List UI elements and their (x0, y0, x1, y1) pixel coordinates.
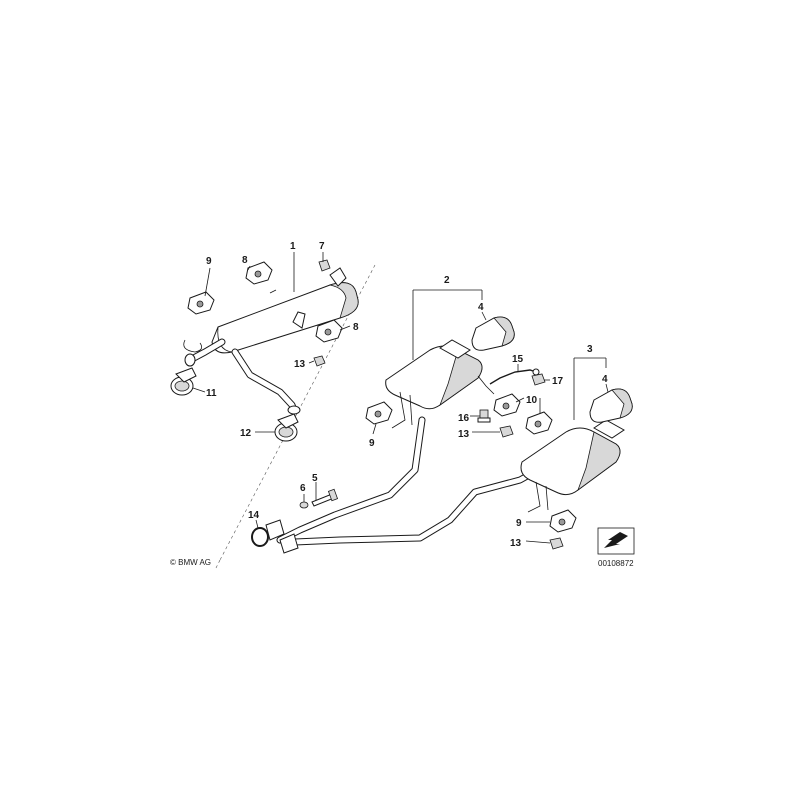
bolt-5[interactable] (311, 488, 339, 507)
nut-13-right[interactable] (549, 537, 564, 550)
callout-3: 3 (587, 344, 593, 355)
washer-6[interactable] (299, 501, 309, 509)
leader-lines (192, 252, 609, 544)
callout-17: 17 (552, 376, 564, 387)
callout-numbers: 1 7 8 9 8 13 11 12 2 4 9 15 17 16 13 10 … (206, 241, 608, 549)
callout-13-center: 13 (458, 429, 470, 440)
callout-11: 11 (206, 388, 217, 399)
nut-17[interactable] (531, 373, 546, 386)
bracket-15[interactable] (477, 368, 540, 395)
rubber-mount-9-right[interactable] (549, 509, 577, 533)
callout-14: 14 (248, 510, 260, 521)
nut-7[interactable] (318, 259, 331, 272)
front-pipe-assembly[interactable] (265, 416, 542, 554)
diagram-number: 00108872 (598, 559, 634, 568)
callout-13-left: 13 (294, 359, 306, 370)
bolt-16[interactable] (477, 409, 491, 423)
callout-13-right: 13 (510, 538, 522, 549)
gasket-14[interactable] (251, 527, 269, 547)
callout-7: 7 (319, 241, 325, 252)
rubber-mount-9-center[interactable] (365, 401, 393, 425)
callout-9-center: 9 (369, 438, 375, 449)
rear-muffler-3-right[interactable] (520, 419, 625, 513)
callout-16: 16 (458, 413, 470, 424)
clamp-12[interactable] (274, 413, 299, 442)
callout-6: 6 (300, 483, 306, 494)
copyright-notice: © BMW AG (170, 558, 211, 567)
callout-2: 2 (444, 275, 450, 286)
callout-1: 1 (290, 241, 296, 252)
callout-8-top: 8 (242, 255, 248, 266)
callout-9-right: 9 (516, 518, 522, 529)
direction-arrow-icon (597, 527, 635, 555)
nut-13-center[interactable] (499, 425, 514, 438)
callout-5: 5 (312, 473, 318, 484)
rear-muffler-left[interactable] (183, 267, 359, 415)
rubber-mount-8-right[interactable] (315, 319, 343, 343)
callout-4-top: 4 (478, 302, 484, 313)
center-muffler-2[interactable] (385, 339, 483, 429)
tailpipe-trim-4-top[interactable] (471, 316, 515, 351)
rubber-mount-8-top[interactable] (245, 261, 273, 285)
callout-10: 10 (526, 395, 538, 406)
callout-4-right: 4 (602, 374, 608, 385)
rubber-mount-10-a[interactable] (493, 393, 521, 417)
callout-9-left: 9 (206, 256, 212, 267)
tailpipe-trim-4-right[interactable] (589, 388, 633, 423)
callout-8-right: 8 (353, 322, 359, 333)
rubber-mount-10-b[interactable] (525, 411, 553, 435)
clamp-11[interactable] (170, 367, 197, 396)
rubber-mount-9-left[interactable] (187, 291, 215, 315)
callout-15: 15 (512, 354, 524, 365)
callout-12: 12 (240, 428, 252, 439)
nut-13-left[interactable] (313, 355, 326, 367)
